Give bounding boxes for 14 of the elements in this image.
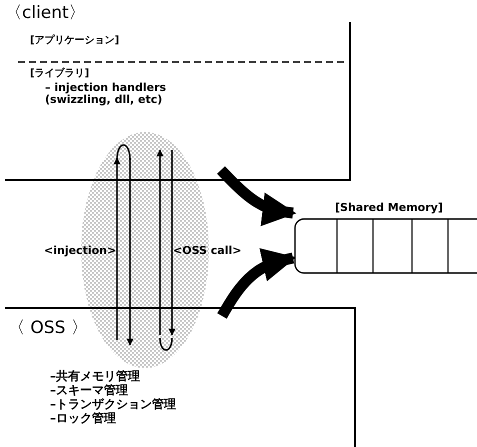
arrow: [168, 150, 176, 336]
curved-arrow: [217, 166, 296, 226]
arrow: [156, 149, 164, 335]
edge-label: <injection>: [44, 244, 116, 257]
region-heading: 〈client〉: [5, 4, 86, 23]
curved-arrow: [217, 248, 296, 319]
shared-memory: [293, 200, 477, 276]
edge-label: <OSS call>: [173, 244, 242, 257]
layer-label: [アプリケーション]: [30, 35, 120, 46]
arrow: [114, 157, 120, 340]
item-text: – injection handlers (swizzling, dll, etc): [45, 82, 168, 106]
layer-label: [ライブラリ]: [30, 68, 90, 79]
arrow: [126, 158, 134, 346]
memory-label: [Shared Memory]: [335, 202, 443, 214]
